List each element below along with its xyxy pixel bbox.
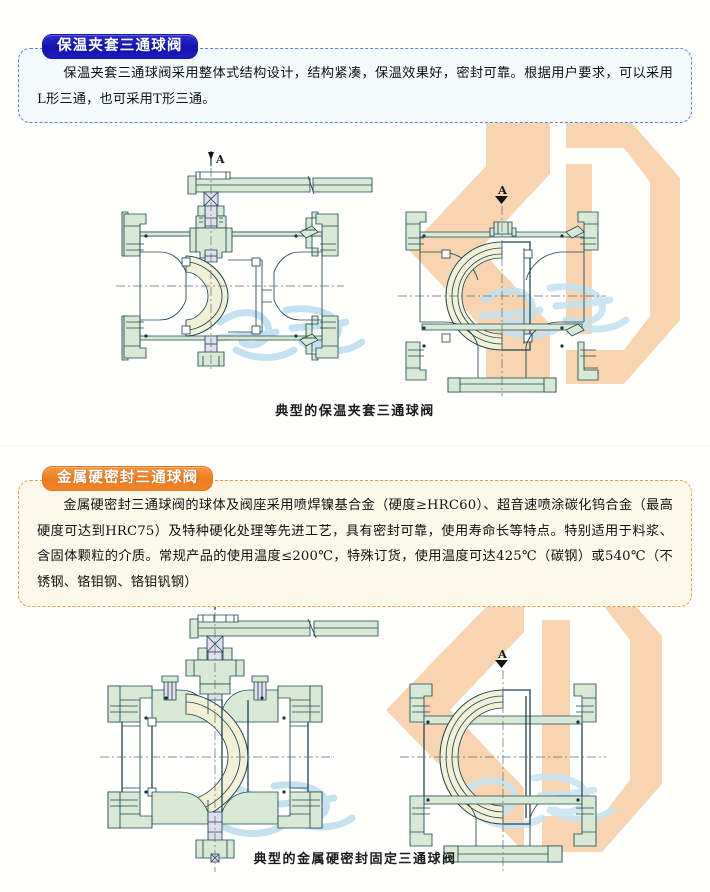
figure-caption-2: 典型的金属硬密封固定三通球阀 (253, 852, 457, 867)
svg-text:A: A (497, 647, 508, 661)
figure-caption-1: 典型的保温夹套三通球阀 (275, 404, 435, 419)
section-description-box-2: 金属硬密封三通球阀的球体及阀座采用喷焊镍基合金（硬度≥HRC60）、超音速喷涂碳… (18, 480, 692, 607)
section-badge-wrap-2: 金属硬密封三通球阀 (42, 466, 214, 492)
section-divider (0, 445, 710, 446)
section-description-1: 保温夹套三通球阀采用整体式结构设计，结构紧凑，保温效果好，密封可靠。根据用户要求… (37, 66, 673, 107)
section-badge-2: 金属硬密封三通球阀 (42, 466, 214, 492)
valve-sectional-linework-1: .ln{fill:none;stroke:#1f4550;stroke-widt… (116, 151, 606, 396)
svg-text:A: A (497, 183, 508, 197)
section-description-box-1: 保温夹套三通球阀采用整体式结构设计，结构紧凑，保温效果好，密封可靠。根据用户要求… (18, 48, 692, 124)
section-description-2: 金属硬密封三通球阀的球体及阀座采用喷焊镍基合金（硬度≥HRC60）、超音速喷涂碳… (37, 498, 673, 591)
section-badge-1: 保温夹套三通球阀 (42, 34, 198, 60)
svg-text:A: A (215, 153, 225, 166)
section-badge-wrap-1: 保温夹套三通球阀 (42, 34, 198, 60)
